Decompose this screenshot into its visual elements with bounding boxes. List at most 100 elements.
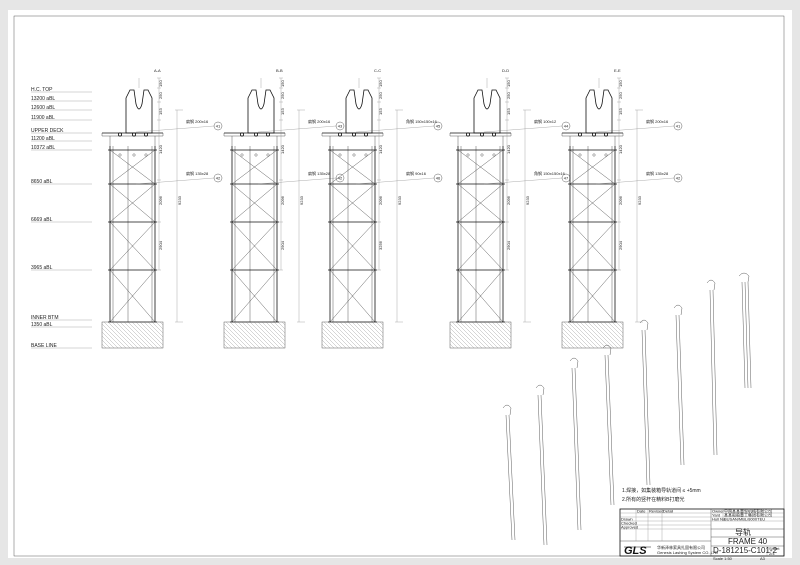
bolt (118, 132, 123, 137)
note-2: 2.所有的竖杆在精料B打磨光 (622, 496, 685, 503)
hatch-line (375, 321, 384, 330)
guide-head (125, 89, 153, 134)
brace (329, 183, 376, 223)
hatch-line (561, 339, 571, 349)
dimension-value: 2904 (280, 240, 285, 250)
hatch-line (229, 321, 257, 349)
hatch-line (321, 335, 335, 349)
elevation-label: H.C. TOP (31, 87, 53, 93)
hatch-line (101, 339, 111, 349)
hatch-line (449, 339, 459, 349)
elevation-label: BASE LINE (31, 343, 58, 349)
dimension-value: 2096 (280, 195, 285, 205)
drawing-number: D-181215-C101-2 (713, 546, 778, 555)
hatch-line (475, 321, 503, 349)
hatch-line (223, 343, 229, 349)
header-revised: Revised (649, 509, 663, 514)
callout-tag: 41 (676, 124, 681, 129)
brace (329, 269, 376, 323)
hatch-line (223, 335, 237, 349)
foundation-hatch (101, 321, 164, 349)
foundation-box (223, 321, 286, 349)
elevation-label: 11900 aBL (31, 115, 55, 121)
brace (231, 269, 278, 323)
hatch-line (599, 321, 624, 346)
row-checked: Checked (621, 521, 637, 526)
hatch-line (155, 321, 164, 330)
elevation-label: 11200 aBL (31, 136, 55, 142)
bolt (144, 153, 148, 157)
brace (457, 269, 504, 323)
bolt (465, 132, 470, 137)
brace (569, 183, 616, 223)
hatch-line (479, 321, 507, 349)
company-name-cn: 华新泽林索具扎固有限公司 (657, 544, 705, 550)
hatch-line (561, 327, 583, 349)
dimension-value: 153 (378, 108, 383, 115)
hatch-line (561, 323, 587, 349)
hatch-line (449, 323, 475, 349)
overall-dimension: 9233 (525, 195, 530, 205)
hatch-line (467, 321, 495, 349)
callout-bubble (433, 121, 443, 131)
hatch-line (567, 321, 595, 349)
rail-iso-3 (569, 357, 582, 531)
rail-iso-7 (706, 279, 718, 456)
dimension-value: 1420 (280, 144, 285, 154)
hatch-line (507, 321, 512, 326)
overall-dimension: 9233 (637, 195, 642, 205)
overall-dimension: 9233 (299, 195, 304, 205)
foundation-hatch (321, 321, 384, 349)
section-title: C-C (374, 68, 381, 73)
elevation-label: UPPER DECK (31, 128, 64, 134)
section-title: B-B (276, 68, 283, 73)
hatch-line (123, 321, 151, 349)
hatch-line (261, 321, 286, 346)
hatch-line (495, 321, 512, 338)
foundation-box (561, 321, 624, 349)
foundation-box (101, 321, 164, 349)
hatch-line (459, 321, 487, 349)
hatch-line (347, 321, 375, 349)
dimension-value: 150 (378, 80, 383, 87)
row-approved: Approved (621, 525, 638, 530)
callout-bubble (561, 121, 571, 131)
bolt (239, 132, 244, 137)
rail-iso-1 (502, 404, 516, 541)
callout-bubble (673, 173, 683, 183)
sheet-value: 2/4 (769, 551, 775, 556)
hatch-line (575, 321, 603, 349)
hatch-line (223, 339, 233, 349)
section-title: A-A (154, 68, 161, 73)
hatch-line (223, 331, 241, 349)
callout-bubble (673, 121, 683, 131)
hatch-line (257, 321, 285, 349)
callout-text: 角钢 150x150x16 (406, 118, 438, 124)
hull-text: BUSAN/MBL/8000TEU (724, 517, 765, 522)
callout-tag: 44 (564, 124, 569, 129)
hatch-line (101, 323, 127, 349)
hatch-line (343, 321, 371, 349)
dimension-value: 1420 (506, 144, 511, 154)
callout-tag: 42 (676, 176, 681, 181)
paper-size: A3 (760, 556, 766, 561)
hatch-line (245, 321, 273, 349)
drawing-paper (8, 10, 792, 558)
dimension-value: 150 (280, 80, 285, 87)
foundation-box (449, 321, 512, 349)
callout-text: 扁钢 200x16 (646, 118, 669, 124)
hatch-line (253, 321, 281, 349)
bolt (266, 153, 270, 157)
dimension-value: 153 (618, 108, 623, 115)
sheet-label: Sheet (769, 546, 780, 551)
hatch-line (379, 321, 384, 326)
yard-text: 某某船舶重工集团有限公司 (724, 512, 772, 518)
brace (457, 221, 504, 271)
brace (109, 221, 156, 271)
hatch-line (463, 321, 491, 349)
guide-head (345, 89, 373, 134)
hatch-line (499, 321, 512, 334)
